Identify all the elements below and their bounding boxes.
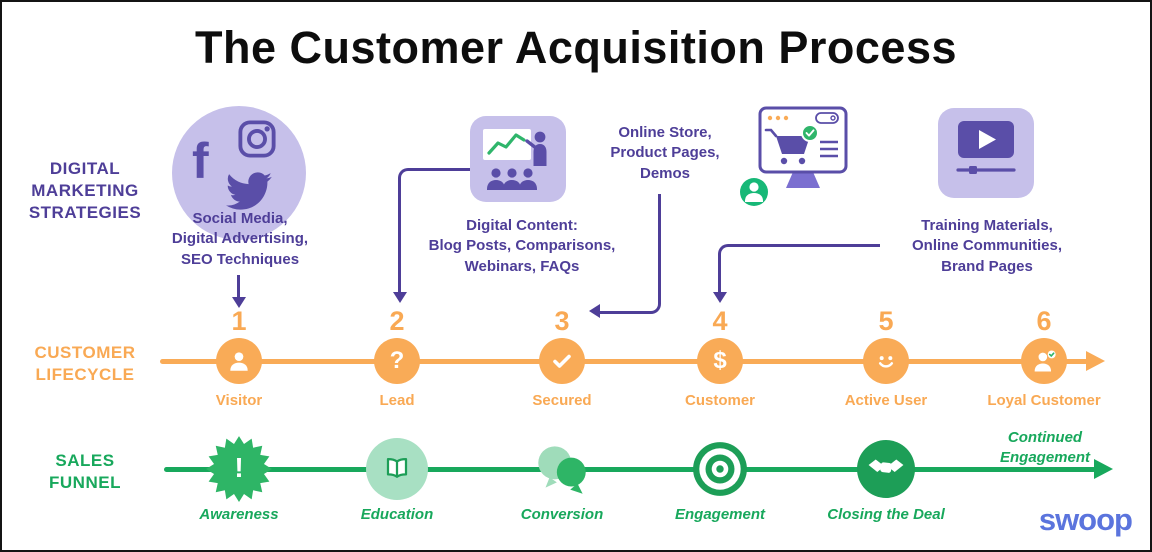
smiley-icon <box>863 338 909 384</box>
lifecycle-step-customer: 4 $ Customer <box>650 306 790 409</box>
loyal-customer-icon <box>1021 338 1067 384</box>
lifecycle-step-secured: 3 Secured <box>492 306 632 409</box>
arrow-to-step4-head <box>713 292 727 303</box>
step-label: Customer <box>684 392 755 409</box>
chat-bubbles-icon <box>487 434 637 504</box>
online-store-monitor-icon <box>738 106 868 223</box>
funnel-stage-engagement: Engagement <box>645 434 795 523</box>
lifecycle-arrowhead <box>1086 351 1105 371</box>
arrow-to-step2 <box>398 168 470 294</box>
twitter-icon <box>226 172 272 210</box>
arrow-to-step3 <box>599 194 661 314</box>
lifecycle-step-active-user: 5 Active User <box>816 306 956 409</box>
step-number: 3 <box>554 306 570 336</box>
arrow-to-step1-head <box>232 297 246 308</box>
person-icon <box>216 338 262 384</box>
step-number: 6 <box>1036 306 1052 336</box>
facebook-icon: f <box>192 133 209 189</box>
training-caption: Training Materials, Online Communities, … <box>911 217 1062 275</box>
arrow-to-step1 <box>237 275 240 298</box>
social-media-icons: f <box>172 106 306 240</box>
strategies-row-label: DIGITAL MARKETING STRATEGIES <box>28 159 142 222</box>
social-media-caption: Social Media, Digital Advertising, SEO T… <box>171 210 309 268</box>
arrow-to-step4 <box>718 244 880 294</box>
check-icon <box>539 338 585 384</box>
digital-content-caption: Digital Content: Blog Posts, Comparisons… <box>428 217 616 275</box>
arrow-to-step2-head <box>393 292 407 303</box>
presentation-chart-icon <box>470 116 566 202</box>
dollar-icon: $ <box>697 338 743 384</box>
step-label: Active User <box>844 392 928 409</box>
lifecycle-line <box>160 359 1088 364</box>
lifecycle-step-loyal-customer: 6 Loyal Customer <box>974 306 1114 409</box>
stage-label: Engagement <box>674 506 765 523</box>
funnel-stage-closing: Closing the Deal <box>811 434 961 523</box>
open-book-icon <box>322 434 472 504</box>
step-number: 1 <box>231 306 247 336</box>
step-label: Lead <box>379 392 415 409</box>
stage-label: Closing the Deal <box>827 506 945 523</box>
funnel-stage-awareness: ! Awareness <box>164 434 314 523</box>
page-title: The Customer Acquisition Process <box>195 22 957 73</box>
handshake-icon <box>811 434 961 504</box>
funnel-line <box>164 467 1096 472</box>
funnel-arrowhead <box>1094 459 1113 479</box>
bullseye-icon <box>645 434 795 504</box>
funnel-stage-education: Education <box>322 434 472 523</box>
alert-burst-icon: ! <box>164 434 314 504</box>
step-number: 2 <box>389 306 405 336</box>
lifecycle-row-label: CUSTOMER LIFECYCLE <box>34 343 136 384</box>
step-label: Secured <box>532 392 592 409</box>
continued-engagement-note: Continued Engagement <box>999 429 1090 467</box>
step-label: Loyal Customer <box>987 392 1101 409</box>
funnel-stage-conversion: Conversion <box>487 434 637 523</box>
step-number: 5 <box>878 306 894 336</box>
stage-label: Conversion <box>520 506 604 523</box>
swoop-logo: swoop <box>1038 502 1133 537</box>
video-player-icon <box>938 108 1034 198</box>
lifecycle-step-visitor: 1 Visitor <box>169 306 309 409</box>
step-label: Visitor <box>215 392 263 409</box>
question-icon: ? <box>374 338 420 384</box>
lifecycle-step-lead: 2 ? Lead <box>327 306 467 409</box>
arrow-to-step3-head <box>589 304 600 318</box>
step-number: 4 <box>712 306 728 336</box>
online-store-caption: Online Store, Product Pages, Demos <box>610 124 720 182</box>
stage-label: Education <box>360 506 434 523</box>
funnel-row-label: SALES FUNNEL <box>49 451 121 492</box>
instagram-icon <box>238 120 276 158</box>
stage-label: Awareness <box>199 506 279 523</box>
